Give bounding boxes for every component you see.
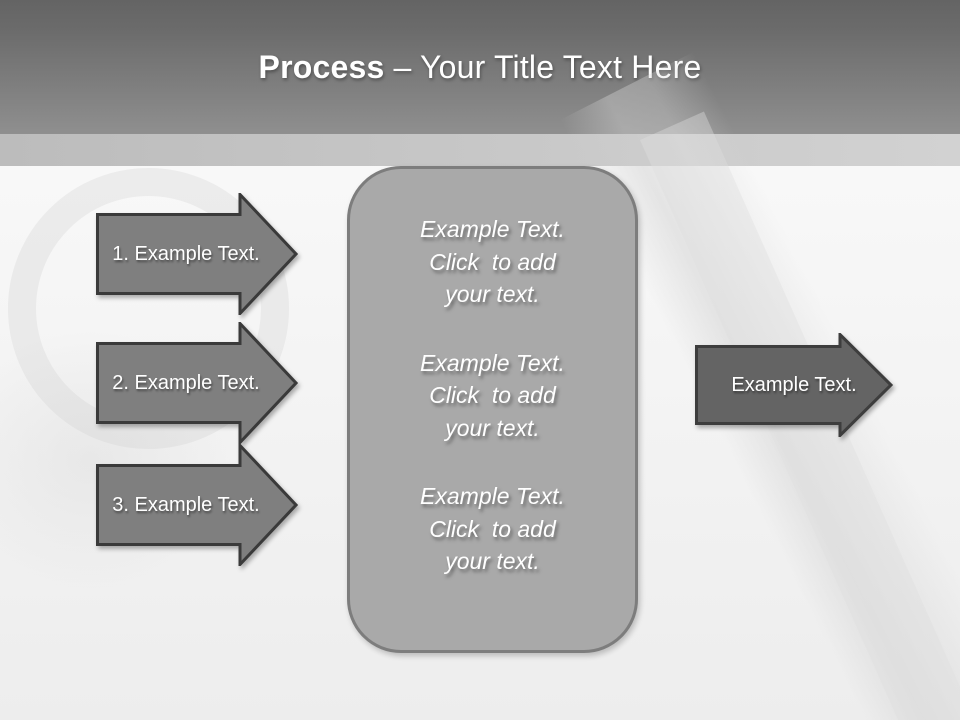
step-arrow-3-label: 3. Example Text. — [112, 493, 260, 516]
center-text-panel[interactable]: Example Text. Click to add your text. Ex… — [347, 166, 638, 653]
right-arrow-shape — [96, 322, 298, 444]
text-placeholder-1[interactable]: Example Text. Click to add your text. — [420, 216, 565, 307]
step-arrow-2-label: 2. Example Text. — [112, 371, 260, 394]
divider-band — [0, 134, 960, 166]
right-arrow-shape — [96, 193, 298, 315]
step-arrow-1-label: 1. Example Text. — [112, 242, 260, 265]
right-arrow-shape — [695, 333, 893, 437]
slide-title: Process– Your Title Text Here — [259, 49, 702, 86]
step-arrow-1[interactable]: 1. Example Text. — [96, 193, 298, 315]
slide-title-keyword: Process — [258, 48, 385, 85]
text-placeholder-3[interactable]: Example Text. Click to add your text. — [420, 483, 565, 574]
result-arrow[interactable]: Example Text. — [695, 333, 893, 437]
title-bar: Process– Your Title Text Here — [0, 0, 960, 134]
right-arrow-shape — [96, 444, 298, 566]
step-arrow-2[interactable]: 2. Example Text. — [96, 322, 298, 444]
text-placeholder-2[interactable]: Example Text. Click to add your text. — [420, 349, 565, 441]
slide-title-text: – Your Title Text Here — [393, 48, 702, 85]
result-arrow-label: Example Text. — [731, 373, 857, 396]
step-arrow-3[interactable]: 3. Example Text. — [96, 444, 298, 566]
